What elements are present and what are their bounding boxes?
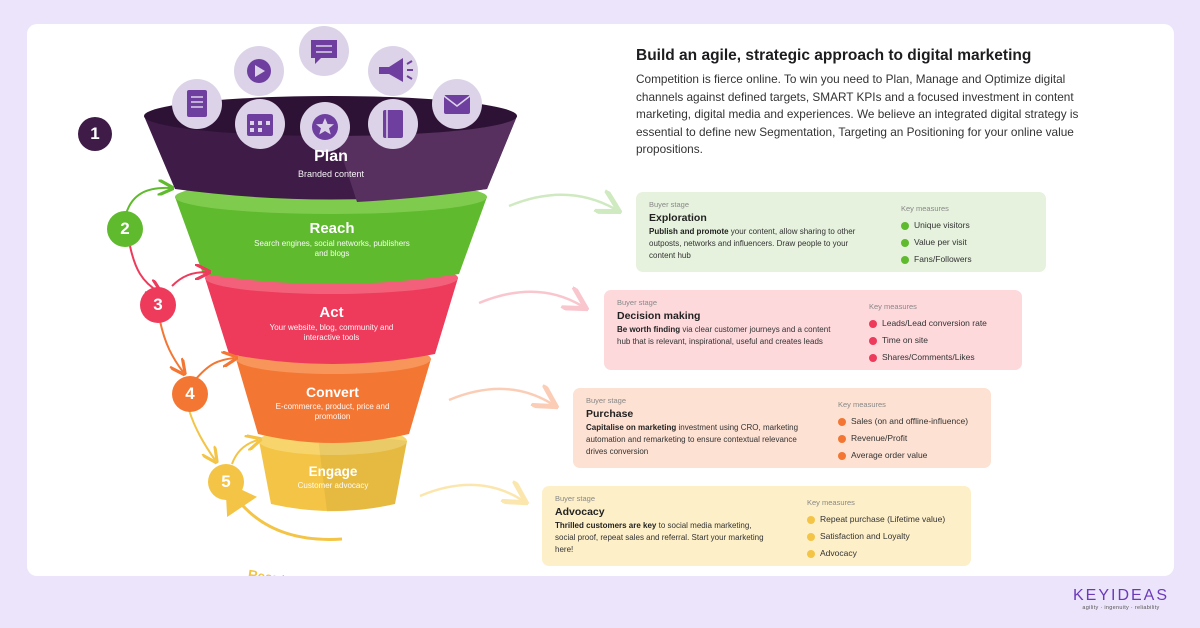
stage-plan-title: Plan: [314, 148, 348, 165]
buyer-stage-label: Buyer stage: [617, 298, 658, 307]
buyer-stage-name: Decision making: [617, 310, 701, 322]
stage-description: Publish and promote your content, allow …: [649, 226, 864, 262]
funnel-stage-plan: [144, 96, 517, 202]
stage-plan-text: Plan Branded content: [231, 148, 431, 179]
chat-icon: [299, 26, 349, 76]
description-emphasis: Capitalise on marketing: [586, 423, 677, 432]
content-icons: [172, 26, 482, 152]
step-badge-3: 3: [140, 287, 176, 323]
description-text: your content, allow sharing to other out…: [649, 227, 856, 260]
buyer-stage-name: Purchase: [586, 408, 634, 420]
stage-act-subtitle: Your website, blog, community and intera…: [269, 323, 394, 342]
intro-paragraph: Competition is fierce online. To win you…: [636, 72, 1079, 156]
description-text: via clear customer journeys and a conten…: [617, 325, 831, 346]
stage-act-text: Act Your website, blog, community and in…: [259, 304, 404, 343]
buyer-stage-label: Buyer stage: [649, 200, 690, 209]
stage-convert-subtitle: E-commerce, product, price and promotion: [275, 402, 390, 421]
step-badge-2: 2: [107, 211, 143, 247]
cycle-arrows: [125, 188, 343, 541]
key-measures-label: Key measures: [901, 204, 949, 213]
measure-item: Fans/Followers: [901, 254, 972, 264]
measure-item: Value per visit: [901, 237, 967, 247]
measure-item: Revenue/Profit: [838, 433, 907, 443]
description-emphasis: Thrilled customers are key: [555, 521, 657, 530]
step-badge-5: 5: [208, 464, 244, 500]
stage-description: Thrilled customers are key to social med…: [555, 520, 770, 556]
keyideas-logo: KEYIDEAS agility · ingenuity · reliabili…: [1065, 587, 1177, 611]
stage-convert-text: Convert E-commerce, product, price and p…: [270, 384, 395, 422]
measure-item: Advocacy: [807, 548, 857, 558]
key-measures-label: Key measures: [807, 498, 855, 507]
description-emphasis: Be worth finding: [617, 325, 681, 334]
buyer-stage-label: Buyer stage: [586, 396, 627, 405]
measure-item: Sales (on and offline-influence): [838, 416, 968, 426]
info-box-purchase: Buyer stage Purchase Capitalise on marke…: [573, 388, 991, 468]
stage-act-title: Act: [319, 304, 344, 321]
measure-item: Satisfaction and Loyalty: [807, 531, 910, 541]
key-measures-label: Key measures: [838, 400, 886, 409]
key-measures-label: Key measures: [869, 302, 917, 311]
stage-convert-title: Convert: [306, 384, 359, 400]
calendar-icon: [235, 99, 285, 149]
description-text: to social media marketing, social proof,…: [555, 521, 764, 554]
stage-plan-subtitle: Branded content: [297, 169, 365, 179]
measure-item: Time on site: [869, 335, 928, 345]
connector-arrows: [419, 195, 615, 500]
infographic-card: Plan Branded content Reach Search engine…: [27, 24, 1174, 576]
email-icon: [432, 79, 482, 129]
info-box-advocacy: Buyer stage Advocacy Thrilled customers …: [542, 486, 971, 566]
stage-engage-subtitle: Customer advocacy: [297, 481, 369, 490]
headline: Build an agile, strategic approach to di…: [636, 47, 1032, 64]
description-emphasis: Publish and promote: [649, 227, 729, 236]
measure-item: Leads/Lead conversion rate: [869, 318, 987, 328]
stage-engage-text: Engage Customer advocacy: [279, 464, 387, 491]
description-text: investment using CRO, marketing automati…: [586, 423, 799, 456]
measure-item: Shares/Comments/Likes: [869, 352, 975, 362]
document-icon: [172, 79, 222, 129]
step-badge-1: 1: [78, 117, 112, 151]
measure-item: Average order value: [838, 450, 927, 460]
info-box-exploration: Buyer stage Exploration Publish and prom…: [636, 192, 1046, 272]
info-box-decision-making: Buyer stage Decision making Be worth fin…: [604, 290, 1022, 370]
buyer-stage-name: Exploration: [649, 212, 707, 224]
stage-description: Capitalise on marketing investment using…: [586, 422, 801, 458]
stage-reach-text: Reach Search engines, social networks, p…: [252, 220, 412, 259]
step-badge-4: 4: [172, 376, 208, 412]
logo-tagline: agility · ingenuity · reliability: [1082, 605, 1160, 611]
play-icon: [234, 46, 284, 96]
book-icon: [368, 99, 418, 149]
stage-engage-title: Engage: [308, 464, 358, 479]
star-icon: [300, 102, 350, 152]
buyer-stage-name: Advocacy: [555, 506, 605, 518]
measure-item: Repeat purchase (Lifetime value): [807, 514, 945, 524]
stage-reach-subtitle: Search engines, social networks, publish…: [254, 239, 410, 258]
funnel-diagram: [125, 26, 1174, 541]
buyer-stage-label: Buyer stage: [555, 494, 596, 503]
stage-reach-title: Reach: [309, 220, 355, 237]
stage-description: Be worth finding via clear customer jour…: [617, 324, 832, 348]
megaphone-icon: [368, 46, 418, 96]
measure-item: Unique visitors: [901, 220, 970, 230]
logo-wordmark: KEYIDEAS: [1072, 587, 1170, 604]
